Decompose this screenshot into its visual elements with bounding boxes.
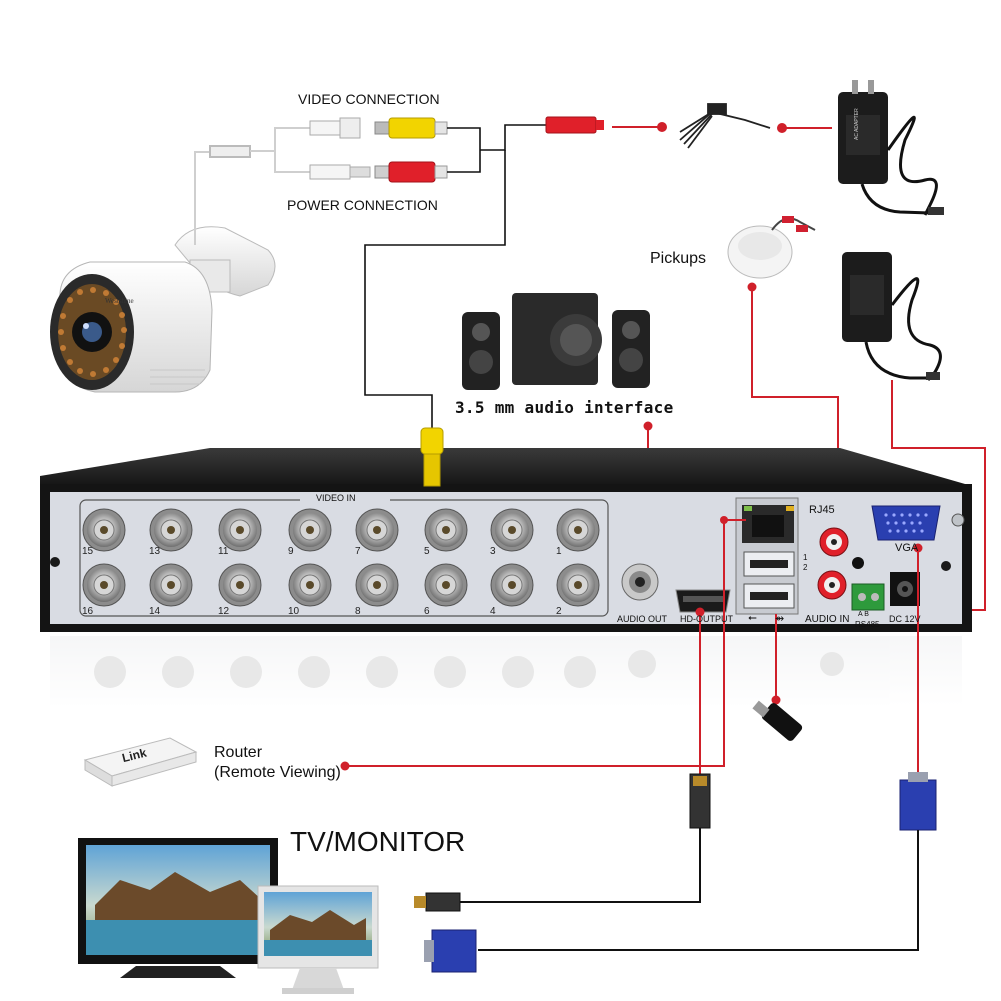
bnc-video-input-12[interactable] bbox=[218, 563, 262, 607]
router-remote-label: (Remote Viewing) bbox=[214, 764, 341, 781]
speaker-set bbox=[462, 293, 650, 390]
bnc-video-input-1[interactable] bbox=[556, 508, 600, 552]
extension-cable bbox=[364, 124, 546, 428]
audio-in-port[interactable] bbox=[817, 570, 847, 600]
audio-out-port[interactable] bbox=[621, 563, 659, 601]
pickups-label: Pickups bbox=[650, 250, 707, 267]
vga-label: VGA bbox=[895, 542, 919, 554]
bnc-video-input-16[interactable] bbox=[82, 563, 126, 607]
mouse-icon: ⇴ bbox=[775, 613, 785, 625]
channel-number-2: 2 bbox=[556, 606, 562, 617]
channel-number-5: 5 bbox=[424, 546, 430, 557]
usb-flash-drive bbox=[752, 700, 803, 741]
dc12v-port[interactable] bbox=[890, 572, 920, 606]
camera-brand: Westshine bbox=[105, 297, 134, 305]
dvr-reflection bbox=[50, 636, 962, 706]
tv-monitor-label: TV/MONITOR bbox=[290, 826, 466, 857]
power-adapter-camera: AC ADAPTER bbox=[838, 80, 944, 216]
yellow-bnc-plug bbox=[420, 427, 444, 487]
lower-links bbox=[345, 520, 919, 782]
audio-in-port-upper[interactable] bbox=[819, 527, 849, 557]
bnc-video-input-10[interactable] bbox=[288, 563, 332, 607]
channel-number-7: 7 bbox=[355, 546, 361, 557]
bnc-video-input-2[interactable] bbox=[556, 563, 600, 607]
usb-port-2-number: 2 bbox=[803, 563, 808, 572]
router-label: Router bbox=[214, 744, 263, 761]
power-adapter-dvr bbox=[842, 252, 942, 381]
channel-number-10: 10 bbox=[288, 606, 300, 617]
channel-number-6: 6 bbox=[424, 606, 430, 617]
vga-port[interactable] bbox=[871, 505, 941, 541]
router-link-dot bbox=[340, 761, 350, 771]
channel-number-4: 4 bbox=[490, 606, 496, 617]
channel-number-14: 14 bbox=[149, 606, 161, 617]
bnc-video-input-8[interactable] bbox=[355, 563, 399, 607]
bullet-camera bbox=[50, 226, 276, 393]
usb-link-dot bbox=[771, 695, 781, 705]
vga-cable bbox=[424, 772, 937, 973]
tv-monitor bbox=[78, 838, 379, 994]
bnc-video-input-7[interactable] bbox=[355, 508, 399, 552]
rs485-terminal[interactable] bbox=[851, 583, 885, 611]
router-device: Link bbox=[83, 737, 198, 787]
bnc-connector-grid bbox=[82, 508, 600, 607]
channel-number-1: 1 bbox=[556, 546, 562, 557]
yellow-video-connector bbox=[374, 117, 448, 139]
hdmi-cable bbox=[414, 773, 711, 912]
bnc-video-input-11[interactable] bbox=[218, 508, 262, 552]
channel-number-16: 16 bbox=[82, 606, 94, 617]
channel-number-11: 11 bbox=[218, 546, 229, 557]
bnc-video-input-9[interactable] bbox=[288, 508, 332, 552]
power-connection-label: POWER CONNECTION bbox=[287, 197, 438, 213]
bnc-video-input-5[interactable] bbox=[424, 508, 468, 552]
usb-icon: ⭠ bbox=[748, 612, 757, 624]
bnc-video-input-13[interactable] bbox=[149, 508, 193, 552]
rj45-label: RJ45 bbox=[809, 504, 835, 516]
pigtail-bnc-connector bbox=[309, 117, 361, 139]
usb-port-1-number: 1 bbox=[803, 553, 808, 562]
power-splitter-cable bbox=[679, 103, 771, 149]
vga-link-dot bbox=[913, 543, 923, 553]
bnc-video-input-15[interactable] bbox=[82, 508, 126, 552]
audio-interface-label: 3.5 mm audio interface bbox=[455, 398, 674, 417]
dc12v-label: DC 12V bbox=[889, 614, 921, 624]
bnc-video-input-6[interactable] bbox=[424, 563, 468, 607]
channel-number-8: 8 bbox=[355, 606, 361, 617]
bnc-video-input-14[interactable] bbox=[149, 563, 193, 607]
panel-indicator bbox=[852, 557, 864, 569]
dc-plug-end bbox=[545, 116, 604, 134]
video-connection-label: VIDEO CONNECTION bbox=[298, 91, 440, 107]
power-link-red bbox=[612, 122, 832, 133]
audio-in-label: AUDIO IN bbox=[805, 614, 850, 625]
channel-number-9: 9 bbox=[288, 546, 294, 557]
video-in-label: VIDEO IN bbox=[316, 493, 356, 503]
hdmi-output-port[interactable] bbox=[675, 589, 731, 613]
channel-number-15: 15 bbox=[82, 546, 94, 557]
channel-number-12: 12 bbox=[218, 606, 230, 617]
camera-pigtail-cable bbox=[194, 127, 310, 245]
channel-number-13: 13 bbox=[149, 546, 161, 557]
hdmi-link-dot bbox=[695, 607, 705, 617]
red-power-connector bbox=[374, 161, 448, 183]
router-brand-text: Link bbox=[121, 746, 149, 766]
rs485-label: RS485 bbox=[855, 620, 880, 629]
hd-output-label: HD-OUTPUT bbox=[680, 614, 733, 624]
network-usb-block[interactable] bbox=[735, 497, 799, 615]
adapter-1-text: AC ADAPTER bbox=[854, 108, 860, 140]
channel-number-3: 3 bbox=[490, 546, 496, 557]
bnc-video-input-4[interactable] bbox=[490, 563, 534, 607]
pickup-microphone bbox=[727, 216, 816, 279]
audio-out-label: AUDIO OUT bbox=[617, 614, 668, 624]
rs485-ab-label: A B bbox=[858, 611, 869, 618]
audio-in-link-dot bbox=[747, 282, 757, 292]
bnc-video-input-3[interactable] bbox=[490, 508, 534, 552]
pigtail-power-connector bbox=[309, 164, 371, 180]
